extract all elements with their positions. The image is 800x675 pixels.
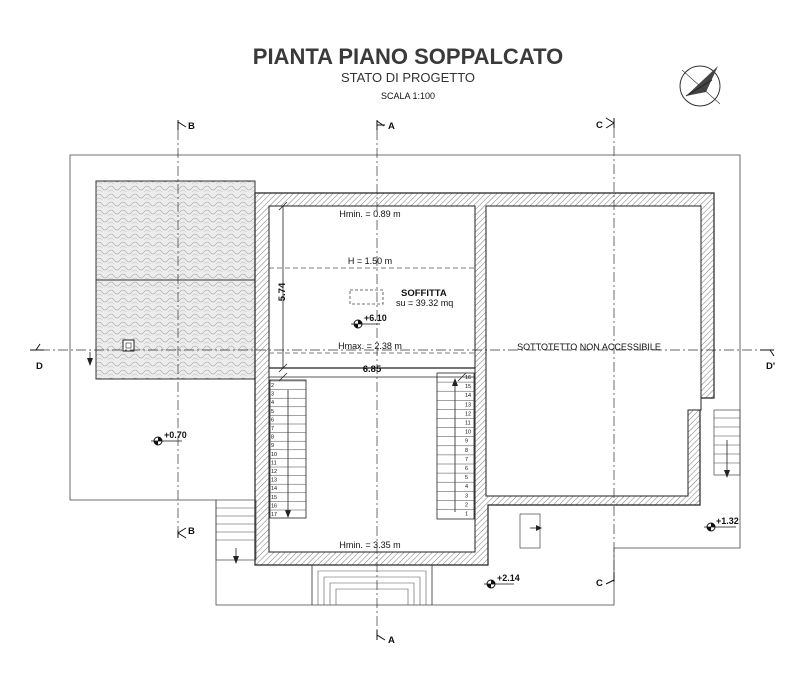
level-soffitta: +6.10 xyxy=(364,313,387,323)
stair-left-step-number: 13 xyxy=(271,478,277,484)
level-arrow-icon xyxy=(87,352,93,366)
building-walls xyxy=(254,192,715,566)
external-stair-right xyxy=(713,409,741,478)
level-marker-icon xyxy=(351,319,380,329)
stair-right-step-number: 16 xyxy=(465,375,471,381)
page-title: PIANTA PIANO SOPPALCATO xyxy=(253,44,563,69)
hmin-top-label: Hmin. = 0.89 m xyxy=(339,209,400,219)
stair-left-step-number: 4 xyxy=(271,400,274,406)
level-right: +1.32 xyxy=(716,516,739,526)
level-left: +0.70 xyxy=(164,430,187,440)
section-label-b-bottom: B xyxy=(188,526,195,537)
landing-steps xyxy=(519,513,542,549)
room-label-box xyxy=(349,289,384,305)
stair-left-step-number: 10 xyxy=(271,452,277,458)
stair-right-step-number: 5 xyxy=(465,475,468,481)
section-label-c-bottom: C xyxy=(596,578,603,589)
external-stair-left xyxy=(215,499,257,564)
section-marker-d-right xyxy=(760,349,775,357)
section-lines xyxy=(40,128,760,630)
scale-label: SCALA 1:100 xyxy=(381,91,435,101)
section-marker-c-top xyxy=(605,117,615,129)
room-name-soffitta: SOFFITTA xyxy=(401,288,447,299)
dimension-vertical-label: 5.74 xyxy=(277,282,288,301)
dimension-horizontal-label: 6.85 xyxy=(363,364,382,375)
stair-left-step-number: 6 xyxy=(271,417,274,423)
section-marker-d-left xyxy=(30,343,44,351)
stair-left-step-number: 8 xyxy=(271,435,274,441)
section-marker-b-bottom xyxy=(177,527,187,539)
page-subtitle: STATO DI PROGETTO xyxy=(341,70,475,85)
stair-left-step-number: 5 xyxy=(271,409,274,415)
level-marker-icon xyxy=(484,579,514,589)
stair-right-step-number: 6 xyxy=(465,466,468,472)
section-label-d: D xyxy=(36,361,43,372)
stair-right-step-number: 8 xyxy=(465,448,468,454)
stair-left-step-number: 17 xyxy=(271,512,277,518)
level-marker-icon xyxy=(151,436,182,446)
stair-right-step-number: 13 xyxy=(465,402,471,408)
section-marker-a-bottom xyxy=(376,630,386,641)
stair-left-step-number: 9 xyxy=(271,443,274,449)
hmin-bottom-label: Hmin. = 3.35 m xyxy=(339,540,400,550)
section-label-d-prime: D' xyxy=(766,361,775,372)
room-area-soffitta: su = 39.32 mq xyxy=(396,298,453,308)
stair-right-step-number: 11 xyxy=(465,421,471,427)
section-label-a-top: A xyxy=(388,121,395,132)
stair-left-step-number: 14 xyxy=(271,486,277,492)
stair-right-step-number: 2 xyxy=(465,502,468,508)
h-mid-label: H = 1.50 m xyxy=(348,256,392,266)
site-outline xyxy=(69,154,741,606)
room-name-sottotetto: SOTTOTETTO NON ACCESSIBILE xyxy=(517,342,661,352)
tiled-roof-area xyxy=(95,180,256,380)
north-arrow-icon xyxy=(679,65,721,107)
stair-right-step-number: 7 xyxy=(465,457,468,463)
stair-right-step-number: 1 xyxy=(465,512,468,518)
stair-left-step-number: 12 xyxy=(271,469,277,475)
section-marker-c-bottom xyxy=(605,572,615,585)
stair-right-step-number: 10 xyxy=(465,430,471,436)
section-label-c-top: C xyxy=(596,120,603,131)
stair-left-step-number: 11 xyxy=(271,460,277,466)
stair-right-step-number: 9 xyxy=(465,439,468,445)
stair-left-step-number: 16 xyxy=(271,503,277,509)
stair-right-step-number: 4 xyxy=(465,484,468,490)
stair-right-step-number: 3 xyxy=(465,493,468,499)
section-marker-a-top xyxy=(376,120,385,130)
section-label-b-top: B xyxy=(188,121,195,132)
stair-left-step-number: 2 xyxy=(271,383,274,389)
stair-left-step-number: 7 xyxy=(271,426,274,432)
section-label-a-bottom: A xyxy=(388,635,395,646)
stair-right-step-number: 14 xyxy=(465,393,471,399)
dimension-vertical xyxy=(278,201,288,373)
stair-left-step-number: 3 xyxy=(271,392,274,398)
stair-left xyxy=(269,379,307,519)
stair-right-step-number: 15 xyxy=(465,384,471,390)
stair-left-step-number: 15 xyxy=(271,495,277,501)
level-marker-icon xyxy=(704,522,736,532)
stair-right-step-number: 12 xyxy=(465,411,471,417)
entrance-steps xyxy=(311,564,433,605)
hmax-label: Hmax. = 2.38 m xyxy=(338,341,402,351)
level-bottom: +2.14 xyxy=(497,573,520,583)
section-marker-b-top xyxy=(177,120,187,130)
